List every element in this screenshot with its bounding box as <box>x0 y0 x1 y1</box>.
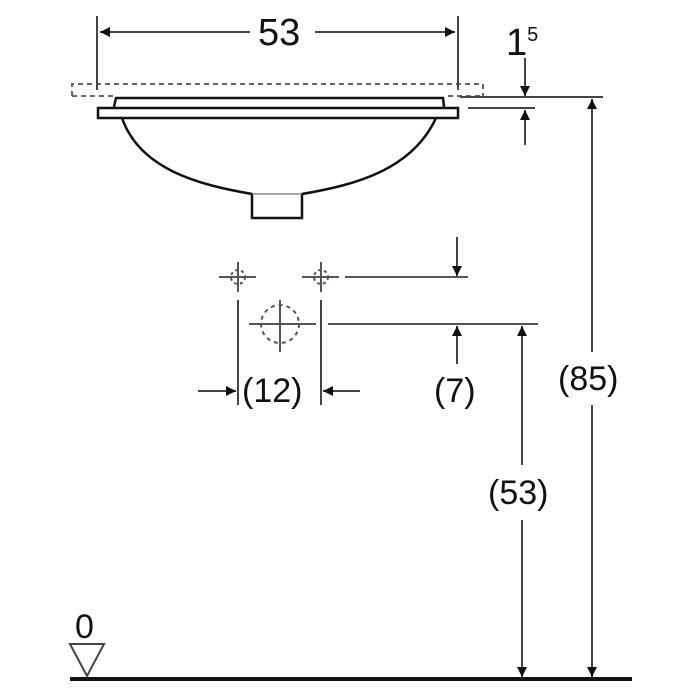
rim-thickness-main: 1 <box>506 22 528 64</box>
waste-height-label: (53) <box>488 474 549 512</box>
width-dimension <box>96 16 459 90</box>
rim-thickness-dimension <box>460 58 603 145</box>
tap-holes <box>219 262 468 292</box>
tap-offset-label: (7) <box>434 372 476 410</box>
countertop-outline <box>71 83 484 97</box>
floor-level-label: 0 <box>75 608 94 646</box>
rim-thickness-superscript: 5 <box>527 24 539 46</box>
total-height-label: (85) <box>558 360 619 398</box>
waste-outlet <box>249 300 538 352</box>
rim-thickness-label: 15 <box>506 24 538 62</box>
basin-body <box>96 96 460 220</box>
width-label: 53 <box>258 12 301 54</box>
tap-spacing-dimension <box>198 300 360 405</box>
tap-spacing-label: (12) <box>242 372 303 410</box>
floor-level <box>68 643 632 681</box>
